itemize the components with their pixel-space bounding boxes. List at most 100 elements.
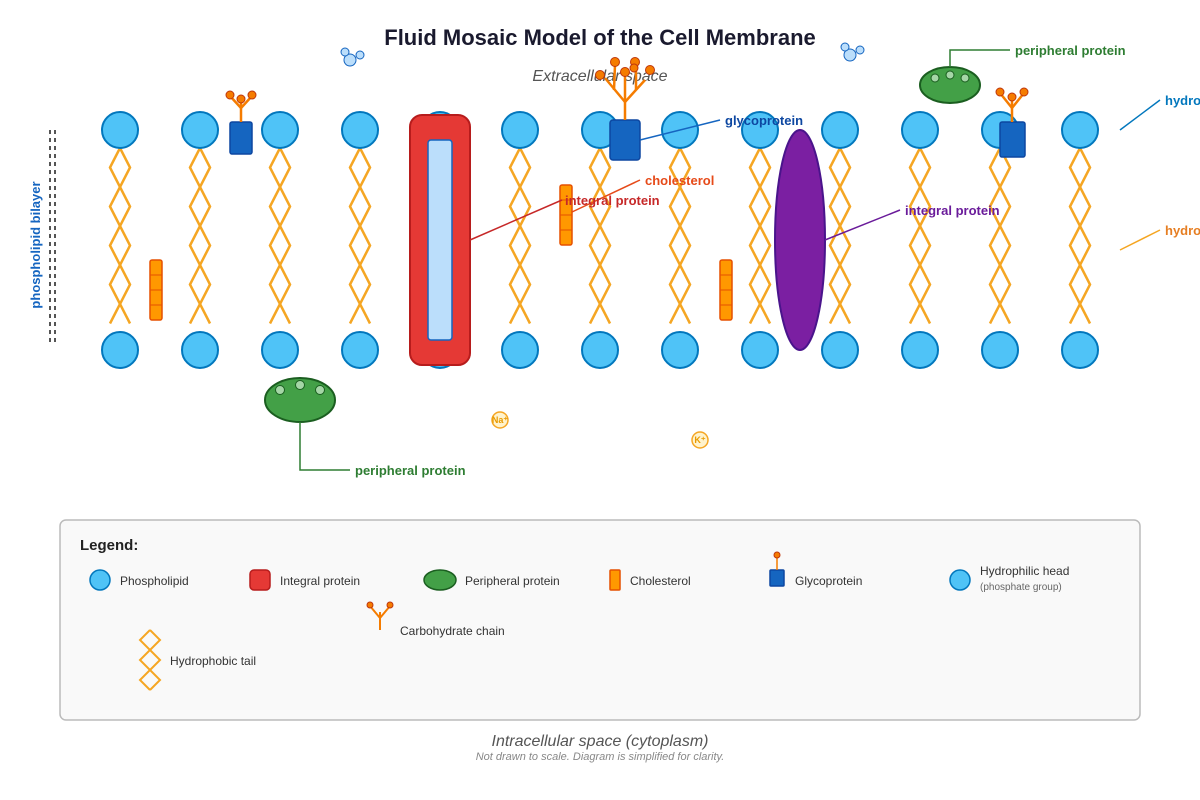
callout-line-hydrophilic bbox=[1119, 99, 1161, 131]
hydrophobic-tail bbox=[918, 147, 932, 325]
legend-hydrophilic-icon bbox=[949, 569, 971, 591]
phospholipid-head bbox=[1061, 331, 1099, 369]
diagram-title: Fluid Mosaic Model of the Cell Membrane bbox=[384, 25, 816, 50]
legend-hydrophilic: Hydrophilic head bbox=[980, 564, 1069, 578]
legend-glycoprotein: Glycoprotein bbox=[795, 574, 862, 588]
callout-line-glycoprotein bbox=[639, 119, 721, 141]
legend-peripheral-icon bbox=[423, 569, 457, 591]
hydrophobic-tail bbox=[278, 147, 292, 325]
legend-carbohydrate-icon bbox=[366, 601, 394, 630]
callout-line-peripheral-bottom bbox=[299, 422, 350, 471]
hydrophobic-tail bbox=[198, 147, 212, 325]
phospholipid-head bbox=[101, 331, 139, 369]
phospholipid-head bbox=[741, 111, 779, 149]
phospholipid-head bbox=[341, 331, 379, 369]
phospholipid-head bbox=[741, 331, 779, 369]
callout-line-hydrophobic bbox=[1119, 229, 1161, 251]
label-integral-protein-purple: integral protein bbox=[905, 203, 1000, 218]
hydrophobic-tail bbox=[188, 147, 202, 325]
bilayer-bracket bbox=[49, 130, 56, 346]
sodium-ion: Na⁺ bbox=[491, 411, 509, 429]
phospholipid-head bbox=[661, 331, 699, 369]
legend-glycoprotein-icon bbox=[769, 551, 785, 587]
cholesterol-3 bbox=[719, 259, 733, 321]
hydrophobic-tail bbox=[908, 147, 922, 325]
hydrophobic-tail bbox=[508, 147, 522, 325]
bilayer-label: phospholipid bilayer bbox=[28, 181, 43, 308]
phospholipid-head bbox=[501, 111, 539, 149]
footnote: Not drawn to scale. Diagram is simplifie… bbox=[476, 751, 725, 763]
hydrophobic-tail bbox=[588, 147, 602, 325]
hydrophobic-tail bbox=[1068, 147, 1082, 325]
hydrophobic-tail bbox=[1078, 147, 1092, 325]
hydrophobic-tail bbox=[118, 147, 132, 325]
phospholipid-head bbox=[901, 111, 939, 149]
legend-hydrophobic: Hydrophobic tail bbox=[170, 654, 256, 668]
callout-line-integral-purple bbox=[824, 209, 901, 241]
hydrophobic-tail bbox=[668, 147, 682, 325]
floating-molecule-2 bbox=[840, 42, 865, 62]
phospholipid-head bbox=[821, 111, 859, 149]
legend-peripheral: Peripheral protein bbox=[465, 574, 560, 588]
glycoprotein-3 bbox=[995, 87, 1029, 158]
phospholipid-head bbox=[901, 331, 939, 369]
legend-carbohydrate: Carbohydrate chain bbox=[400, 624, 505, 638]
callout-line-integral-red bbox=[469, 199, 563, 241]
hydrophobic-tails bbox=[108, 147, 1092, 325]
label-hydrophobic: hydro bbox=[1165, 223, 1200, 238]
hydrophobic-tail bbox=[108, 147, 122, 325]
phospholipid-head bbox=[101, 111, 139, 149]
label-integral-protein-red: integral protein bbox=[565, 193, 660, 208]
legend-hydrophilic-sub: (phosphate group) bbox=[980, 582, 1062, 593]
hydrophobic-tail bbox=[268, 147, 282, 325]
phospholipid-head bbox=[501, 331, 539, 369]
svg-text:K⁺: K⁺ bbox=[694, 435, 705, 445]
hydrophobic-tail bbox=[998, 147, 1012, 325]
callout-line-cholesterol bbox=[571, 179, 641, 213]
phospholipid-heads bbox=[101, 111, 1099, 369]
phospholipid-head bbox=[181, 331, 219, 369]
phospholipid-head bbox=[821, 331, 859, 369]
legend-tail-icon bbox=[138, 629, 162, 691]
label-glycoprotein: glycoprotein bbox=[725, 113, 803, 128]
phospholipid-head bbox=[341, 111, 379, 149]
label-peripheral-protein-top: peripheral protein bbox=[1015, 43, 1126, 58]
cholesterol-2 bbox=[559, 184, 573, 246]
phospholipid-head bbox=[981, 331, 1019, 369]
peripheral-protein-top bbox=[919, 66, 981, 104]
phospholipid-head bbox=[261, 111, 299, 149]
peripheral-protein-bottom bbox=[264, 377, 336, 423]
cholesterol-1 bbox=[149, 259, 163, 321]
phospholipid-head bbox=[261, 331, 299, 369]
glycoprotein-1 bbox=[225, 90, 257, 155]
phospholipid-head bbox=[181, 111, 219, 149]
legend-phospholipid-icon bbox=[89, 569, 111, 591]
phospholipid-head bbox=[1061, 111, 1099, 149]
legend-box bbox=[59, 519, 1141, 721]
legend-integral: Integral protein bbox=[280, 574, 360, 588]
hydrophobic-tail bbox=[518, 147, 532, 325]
hydrophobic-tail bbox=[988, 147, 1002, 325]
hydrophobic-tail bbox=[678, 147, 692, 325]
glycoprotein-2 bbox=[595, 57, 655, 161]
hydrophobic-tail bbox=[348, 147, 362, 325]
label-peripheral-protein-bottom: peripheral protein bbox=[355, 463, 466, 478]
hydrophobic-tail bbox=[358, 147, 372, 325]
potassium-ion: K⁺ bbox=[691, 431, 709, 449]
callout-line-peripheral-top bbox=[949, 49, 1010, 67]
phospholipid-head bbox=[581, 331, 619, 369]
legend-phospholipid: Phospholipid bbox=[120, 574, 189, 588]
legend-cholesterol-icon bbox=[609, 569, 621, 591]
hydrophobic-tail bbox=[838, 147, 852, 325]
hydrophobic-tail bbox=[598, 147, 612, 325]
svg-text:Na⁺: Na⁺ bbox=[492, 415, 509, 425]
legend-cholesterol: Cholesterol bbox=[630, 574, 691, 588]
legend-title: Legend: bbox=[80, 537, 138, 554]
label-cholesterol: cholesterol bbox=[645, 173, 714, 188]
label-hydrophilic: hydro bbox=[1165, 93, 1200, 108]
integral-protein-channel bbox=[409, 114, 471, 366]
hydrophobic-tail bbox=[758, 147, 772, 325]
intracellular-label: Intracellular space (cytoplasm) bbox=[492, 733, 709, 750]
integral-protein-oval bbox=[774, 129, 826, 351]
